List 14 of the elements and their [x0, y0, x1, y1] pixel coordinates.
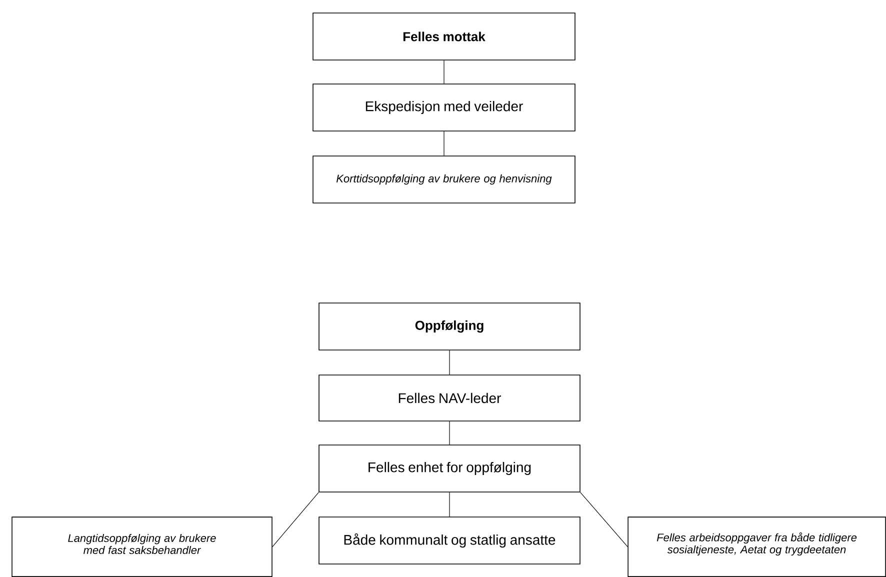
process-box: Felles NAV-leder [318, 374, 580, 422]
heading-box: Felles mottak [312, 12, 576, 60]
note-box: Felles arbeidsoppgaver fra både tidligere sosialtjeneste, Aetat og trygdeetaten [628, 516, 886, 577]
connector-line [580, 492, 628, 548]
note-box: Korttidsoppfølging av brukere og henvisning [312, 156, 576, 204]
process-box: Både kommunalt og statlig ansatte [318, 516, 580, 564]
note-box: Langtidsoppfølging av brukere med fast saksbehandler [12, 516, 272, 577]
connector-line [272, 492, 319, 548]
process-box: Felles enhet for oppfølging [318, 444, 580, 492]
connector-line [449, 492, 450, 517]
heading-box: Oppfølging [318, 302, 580, 350]
connector-line [449, 421, 450, 445]
process-box: Ekspedisjon med veileder [312, 84, 576, 132]
connector-line [449, 350, 450, 375]
